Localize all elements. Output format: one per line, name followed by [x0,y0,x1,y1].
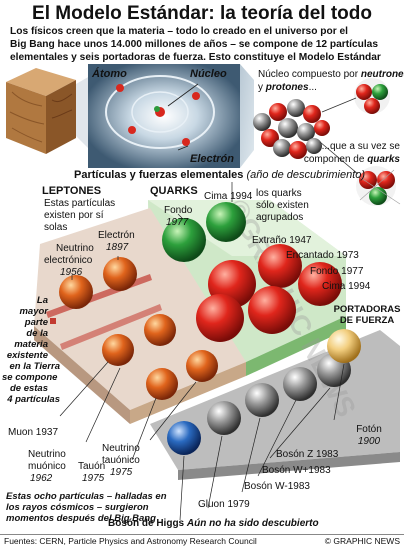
bottom-note-1: Estas ocho partículas – halladas en [6,491,167,502]
marker-icon [50,318,56,324]
label-neutrino-tau-2: tauónico [102,455,140,466]
label-higgs: Bosón de Higgs Aún no ha sido descubiert… [108,518,319,529]
electron-year: 1897 [106,242,129,253]
label-gluon: Gluon 1979 [198,499,250,510]
label-neutrino-mu-2: muónico [28,461,66,472]
portadoras-heading-1: PORTADORAS [333,304,401,315]
intro-line-1: Los físicos creen que la materia – todo … [10,26,348,37]
label-neutrino-tau-1: Neutrino [102,443,140,454]
bottom-note-2: los rayos cósmicos – surgieron [6,502,149,513]
boson-spheres [167,329,361,455]
proton-icon [354,78,390,114]
quark-fondo2: Fondo 1977 [310,266,364,277]
quark-fondo-year: 1977 [166,217,189,228]
wooden-cube-icon [6,68,76,154]
nucleus-icon [253,99,330,159]
quark-caption-1: ...que a su vez se [321,141,400,152]
label-nucleo: Núcleo [190,68,227,80]
leptones-desc-1: Estas partículas [44,198,116,209]
neutron-icon [356,166,401,206]
label-foton: Fotón [356,424,382,435]
label-neutrino-tau-year: 1975 [110,467,133,478]
page-title: El Modelo Estándar: la teoría del todo [32,3,372,24]
quark-cima: Cima 1994 [204,191,253,202]
quarks-desc-3: agrupados [256,212,304,223]
credit: © GRAPHIC NEWS [324,536,400,546]
leader-lines [59,182,345,521]
leptones-heading: LEPTONES [42,185,102,197]
atom-diagram [88,64,240,168]
particles-heading: Partículas y fuerzas elementales (año de… [74,169,366,181]
quark-fondo: Fondo [164,205,193,216]
quarks-heading: QUARKS [150,185,198,197]
label-boson-wminus: Bosón W-1983 [244,481,310,492]
intro-line-3: elementales y seis portadoras de fuerza.… [10,52,381,63]
neutrino-e-2: electrónico [44,255,93,266]
neutrino-e-year: 1956 [60,267,83,278]
label-neutrino-mu-1: Neutrino [28,449,66,460]
label-tauon: Tauón [78,461,106,472]
quarks-desc-2: sólo existen [256,200,309,211]
nucleus-caption-2: y protones... [258,82,317,93]
nucleus-caption-1: Núcleo compuesto por neutrones [258,69,404,80]
label-boson-z: Bosón Z 1983 [276,449,339,460]
quark-cima2: Cima 1994 [322,281,371,292]
footer-divider [0,534,404,535]
label-muon: Muon 1937 [8,427,59,438]
leptones-desc-3: solas [44,222,68,233]
label-foton-year: 1900 [357,436,381,447]
intro-line-2: Big Bang hace unos 14.000 millones de añ… [10,39,379,50]
quark-spheres [162,202,342,342]
label-tauon-year: 1975 [82,473,105,484]
quark-encantado: Encantado 1973 [286,250,359,261]
quark-caption-2: componen de quarks [303,154,400,165]
bottom-note-3: momentos después del Big Bang [6,513,156,524]
label-boson-wplus: Bosón W+1983 [262,465,331,476]
label-electron: Electrón [98,230,135,241]
neutrino-e-1: Neutrino [56,243,94,254]
sources: Fuentes: CERN, Particle Physics and Astr… [4,536,257,546]
leptones-desc-2: existen por sí [44,210,104,221]
portadoras-heading-2: DE FUERZA [339,315,395,326]
label-atomo: Átomo [92,68,127,80]
label-neutrino-mu-year: 1962 [30,473,53,484]
quarks-desc-1: los quarks [256,188,302,199]
lepton-spheres [59,257,218,400]
label-electron-atom: Electrón [190,153,235,165]
quark-extrano: Extraño 1947 [252,235,312,246]
